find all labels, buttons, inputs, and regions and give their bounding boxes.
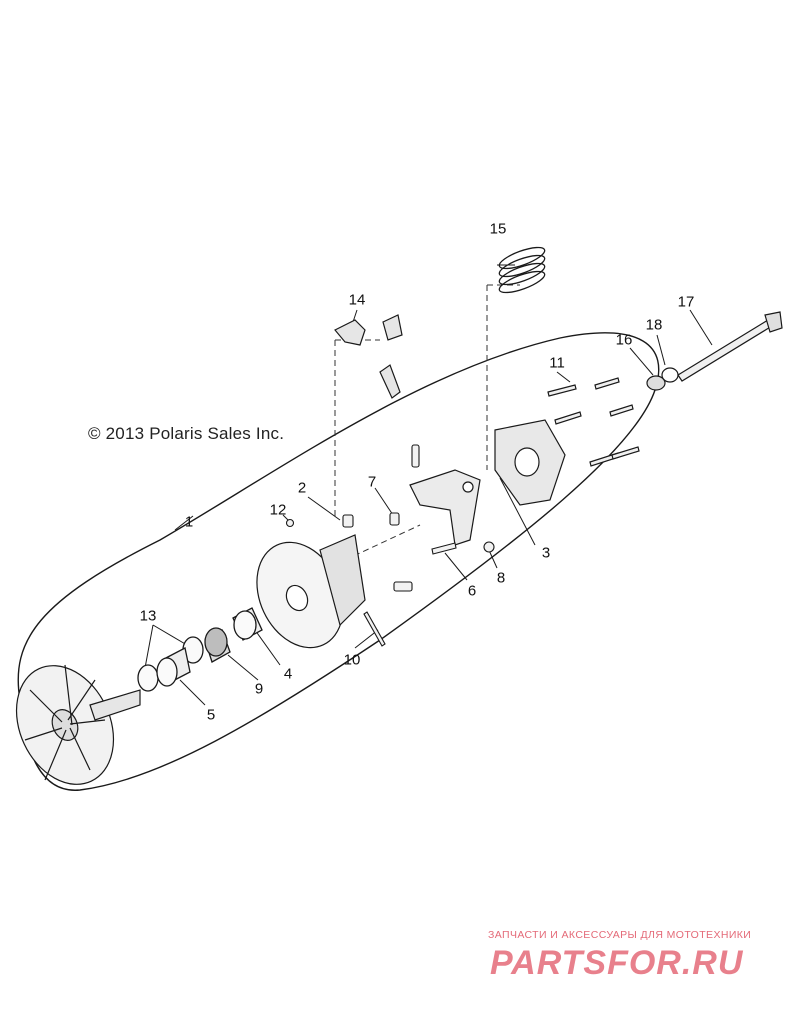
callout-6: 6: [467, 582, 477, 600]
alignment-dashes: [334, 284, 520, 561]
leader-lines: [144, 264, 713, 706]
callout-8: 8: [496, 569, 506, 587]
watermark-caption: ЗАПЧАСТИ И АКСЕССУАРЫ ДЛЯ МОТОТЕХНИКИ: [488, 929, 752, 941]
spider: [409, 469, 481, 546]
callout-4: 4: [283, 665, 293, 683]
watermark-logo: PARTSFOR.RU: [490, 944, 744, 982]
callout-18: 18: [645, 316, 663, 334]
callout-2: 2: [297, 479, 307, 497]
callout-1: 1: [184, 513, 194, 531]
callout-7: 7: [367, 473, 377, 491]
weights: [334, 314, 403, 399]
callout-14: 14: [348, 291, 366, 309]
callout-9: 9: [254, 680, 264, 698]
callout-16: 16: [615, 331, 633, 349]
callout-12: 12: [269, 501, 287, 519]
watermark-logo-text: PARTSFOR.RU: [490, 944, 744, 982]
callout-5: 5: [206, 706, 216, 724]
copyright-notice: © 2013 Polaris Sales Inc.: [88, 424, 285, 443]
callout-13: 13: [139, 607, 157, 625]
fixed-sheave: [15, 664, 141, 785]
callout-15: 15: [489, 220, 507, 238]
callout-11: 11: [549, 354, 565, 372]
callout-10: 10: [343, 651, 361, 669]
moveable-sheave: [256, 534, 366, 649]
spring: [498, 246, 546, 294]
shaft: [646, 311, 783, 391]
callout-17: 17: [677, 293, 695, 311]
small-parts: [285, 444, 495, 647]
cover: [494, 419, 566, 506]
callout-3: 3: [541, 544, 551, 562]
bolts: [547, 377, 640, 467]
bushings: [137, 607, 263, 692]
